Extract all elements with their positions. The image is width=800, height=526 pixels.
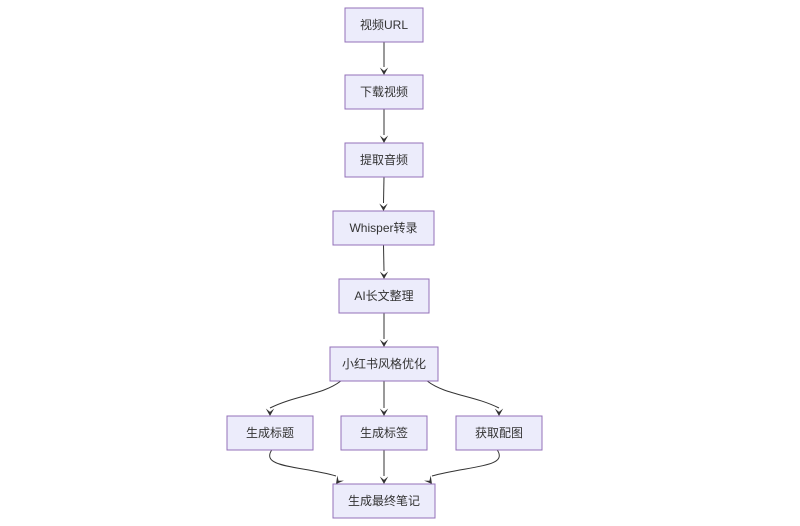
node-shape[interactable] bbox=[338, 278, 430, 314]
edge-line bbox=[269, 449, 337, 477]
edge bbox=[379, 109, 389, 143]
edge-arrowhead bbox=[494, 408, 504, 416]
flow-node-n4[interactable]: Whisper转录 bbox=[332, 210, 435, 246]
nodes-layer: 视频URL 下载视频提取音频 Whisper转录 AI长文整理小红书风格优化生成标题生… bbox=[226, 7, 543, 519]
edge bbox=[424, 449, 500, 484]
edge-line bbox=[269, 380, 342, 409]
edge-arrowhead bbox=[336, 475, 344, 484]
flow-node-n9[interactable]: 获取配图 bbox=[455, 415, 543, 451]
node-shape[interactable] bbox=[340, 415, 428, 451]
edge-line bbox=[383, 244, 385, 272]
edge bbox=[265, 380, 342, 416]
node-shape[interactable] bbox=[332, 210, 435, 246]
flow-node-n5[interactable]: AI长文整理 bbox=[338, 278, 430, 314]
edges-layer bbox=[265, 42, 504, 484]
edge-arrowhead bbox=[265, 408, 275, 416]
edge-arrowhead bbox=[379, 203, 388, 211]
edge-arrowhead bbox=[379, 135, 389, 143]
edge-arrowhead bbox=[379, 339, 389, 347]
flow-node-n6[interactable]: 小红书风格优化 bbox=[329, 346, 439, 382]
flow-node-n1[interactable]: 视频URL bbox=[344, 7, 424, 43]
edge-line bbox=[426, 380, 500, 409]
flow-node-n8[interactable]: 生成标签 bbox=[340, 415, 428, 451]
edge bbox=[269, 449, 344, 484]
edge-line bbox=[431, 449, 500, 477]
node-shape[interactable] bbox=[344, 142, 424, 178]
node-shape[interactable] bbox=[344, 74, 424, 110]
node-shape[interactable] bbox=[226, 415, 314, 451]
flow-node-n2[interactable]: 下载视频 bbox=[344, 74, 424, 110]
edge-line bbox=[383, 176, 385, 204]
edge bbox=[379, 42, 389, 75]
node-shape[interactable] bbox=[332, 483, 436, 519]
edge bbox=[379, 450, 389, 484]
edge bbox=[379, 244, 389, 279]
node-shape[interactable] bbox=[329, 346, 439, 382]
edge-arrowhead bbox=[424, 475, 432, 484]
edge bbox=[426, 380, 504, 416]
flow-node-n10[interactable]: 生成最终笔记 bbox=[332, 483, 436, 519]
node-shape[interactable] bbox=[455, 415, 543, 451]
edge bbox=[379, 313, 389, 347]
edge-arrowhead bbox=[379, 476, 389, 484]
flow-node-n7[interactable]: 生成标题 bbox=[226, 415, 314, 451]
edge-arrowhead bbox=[379, 67, 389, 75]
flow-node-n3[interactable]: 提取音频 bbox=[344, 142, 424, 178]
node-shape[interactable] bbox=[344, 7, 424, 43]
edge bbox=[379, 176, 388, 211]
edge bbox=[379, 381, 389, 416]
edge-arrowhead bbox=[379, 271, 389, 279]
edge-arrowhead bbox=[379, 408, 389, 416]
